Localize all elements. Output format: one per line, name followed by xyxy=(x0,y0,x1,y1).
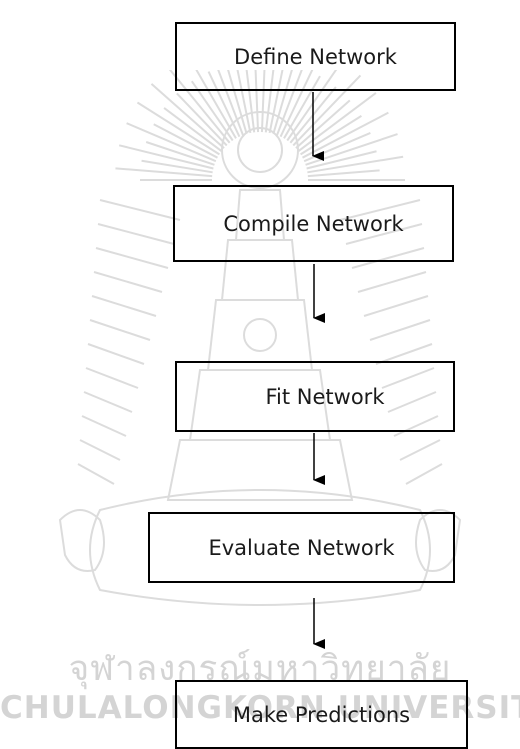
seal-ray xyxy=(136,101,220,156)
seal-ray xyxy=(292,74,362,147)
seal-ray xyxy=(115,167,213,178)
seal-ray xyxy=(91,295,157,317)
seal-ray xyxy=(369,319,431,341)
step-label: Evaluate Network xyxy=(208,535,395,560)
seal-ray xyxy=(387,391,437,413)
seal-ray xyxy=(345,223,423,245)
seal-ray xyxy=(279,70,314,138)
university-seal-watermark xyxy=(58,70,462,606)
seal-ray xyxy=(272,70,293,135)
step-label: Compile Network xyxy=(223,211,404,236)
seal-ray xyxy=(268,70,284,134)
step-label: Define Network xyxy=(234,44,397,69)
seal-ray xyxy=(302,111,389,159)
seal-ray xyxy=(126,122,217,163)
step-make-predictions: Make Predictions xyxy=(175,680,468,749)
seal-ray xyxy=(153,123,218,159)
seal-ray xyxy=(399,439,441,461)
seal-ray xyxy=(83,391,133,413)
seal-ray xyxy=(168,70,231,144)
seal-ray xyxy=(79,439,121,461)
seal-ray xyxy=(150,83,225,149)
seal-ray xyxy=(405,463,443,485)
seal-ray xyxy=(375,343,433,365)
seal-ray xyxy=(118,144,214,170)
seal-ray xyxy=(207,71,241,138)
seal-ray xyxy=(363,295,429,317)
seal-ray xyxy=(357,271,427,293)
seal-ray xyxy=(195,70,237,139)
seal-ray xyxy=(89,319,151,341)
seal-ray xyxy=(87,343,145,365)
seal-ray xyxy=(300,115,362,156)
seal-rays xyxy=(77,70,443,485)
seal-ray xyxy=(286,70,338,142)
step-label: Fit Network xyxy=(265,384,385,409)
seal-ray xyxy=(176,92,228,147)
seal-ray xyxy=(145,141,215,166)
seal-ray xyxy=(339,199,421,221)
seal-ray xyxy=(141,159,213,174)
seal-ray xyxy=(381,367,435,389)
step-compile-network: Compile Network xyxy=(173,185,454,262)
step-label: Make Predictions xyxy=(232,702,411,727)
seal-ray xyxy=(97,223,175,245)
seal-ray xyxy=(163,107,223,152)
seal-ray xyxy=(254,70,260,133)
seal-ray xyxy=(297,92,377,152)
seal-ray xyxy=(245,70,256,133)
seal-ray xyxy=(307,169,380,178)
seal-ray xyxy=(295,99,351,149)
step-fit-network: Fit Network xyxy=(175,361,455,432)
seal-ray xyxy=(393,415,439,437)
seal-ray xyxy=(227,70,248,135)
seal-ray xyxy=(191,80,234,142)
seal-ray xyxy=(276,70,303,136)
seal-ray xyxy=(85,367,139,389)
seal-ray xyxy=(307,155,404,174)
seal-ray xyxy=(95,247,169,269)
seal-ray xyxy=(264,70,275,133)
step-define-network: Define Network xyxy=(175,22,456,91)
seal-ray xyxy=(81,415,127,437)
seal-ray xyxy=(93,271,163,293)
seal-ray xyxy=(306,150,377,170)
seal-ray xyxy=(99,199,181,221)
seal-ray xyxy=(351,247,425,269)
seal-ray xyxy=(260,70,266,133)
watermark-thai-text: จุฬาลงกรณ์มหาวิทยาลัย xyxy=(68,649,452,689)
seal-ray xyxy=(236,70,252,134)
seal-ray xyxy=(77,463,115,485)
watermark-english-text: CHULALONGKORN UNIVERSITY xyxy=(0,690,520,726)
step-evaluate-network: Evaluate Network xyxy=(148,512,455,583)
